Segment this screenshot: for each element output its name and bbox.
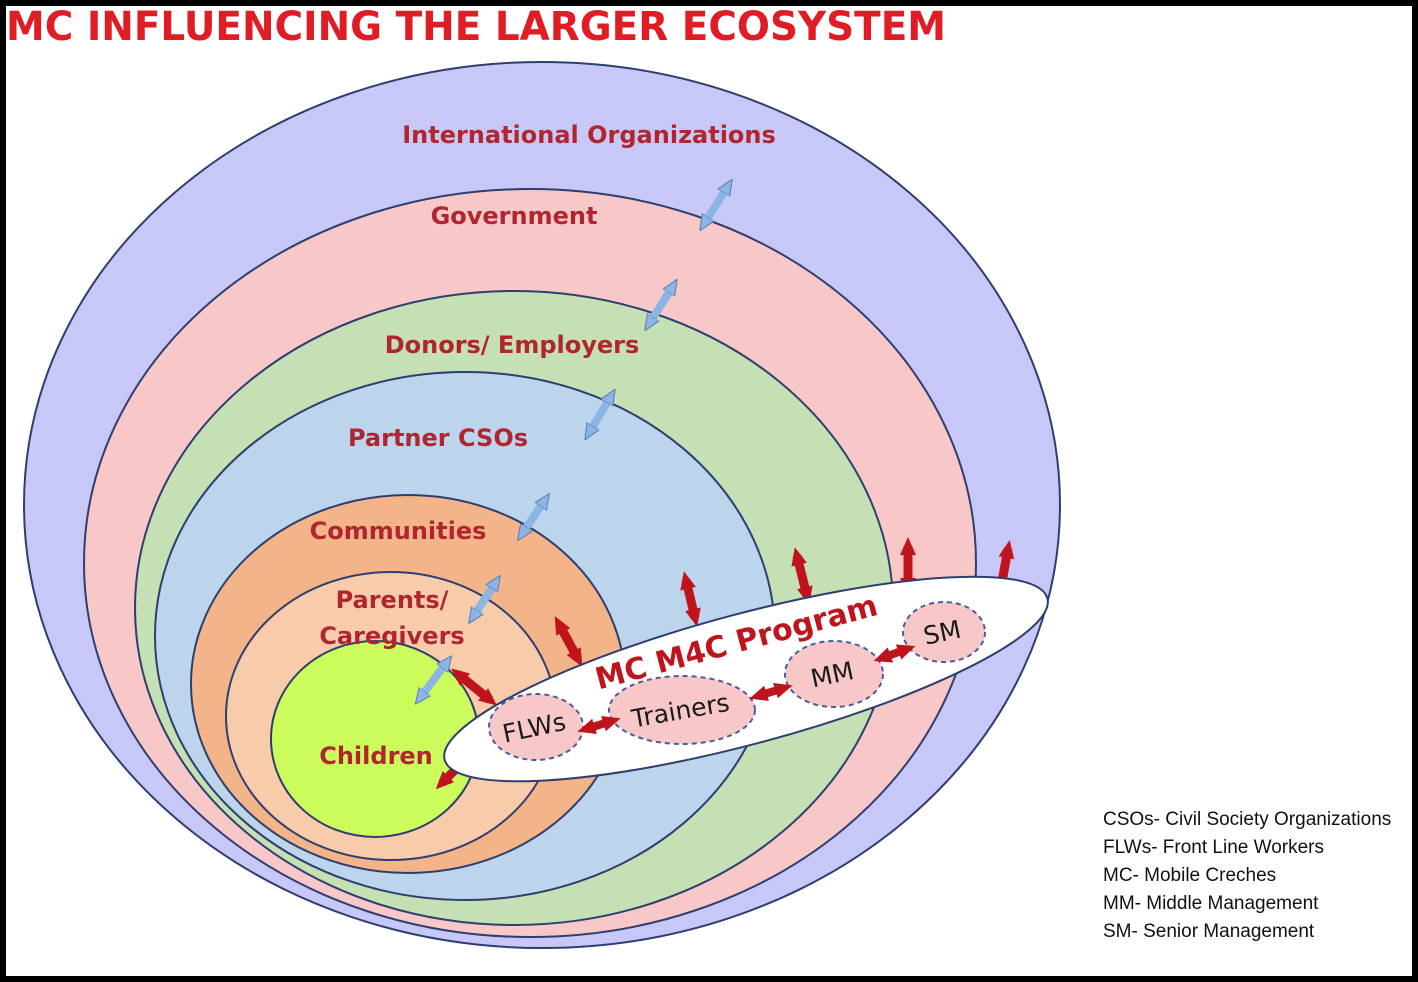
ring-children bbox=[270, 640, 480, 838]
node-arrow-flws-trainers bbox=[577, 716, 621, 734]
program-arrow-donors bbox=[791, 547, 813, 605]
legend: CSOs- Civil Society Organizations FLWs- … bbox=[1103, 806, 1412, 946]
label-international: International Organizations bbox=[402, 121, 776, 149]
legend-item-mc: MC- Mobile Creches bbox=[1103, 865, 1277, 886]
program-arrow-communities bbox=[554, 616, 583, 667]
ring-arrow-partner-csos bbox=[589, 396, 611, 433]
program-arrow-parents bbox=[451, 668, 497, 706]
page-title: MC INFLUENCING THE LARGER ECOSYSTEM bbox=[6, 6, 946, 50]
label-parents: Parents/Caregivers bbox=[319, 586, 464, 650]
label-communities: Communities bbox=[310, 517, 487, 545]
ring-arrow-parents bbox=[473, 582, 496, 617]
ring-arrows bbox=[420, 186, 728, 698]
label-partner-csos: Partner CSOs bbox=[348, 424, 528, 452]
node-sm bbox=[902, 601, 986, 663]
ring-arrow-donors bbox=[649, 286, 673, 324]
legend-item-csos: CSOs- Civil Society Organizations bbox=[1103, 809, 1392, 830]
ring-arrow-communities bbox=[522, 500, 545, 534]
diagram-frame: MC INFLUENCING THE LARGER ECOSYSTEM Inte… bbox=[6, 6, 1412, 976]
ring-arrow-children bbox=[420, 662, 447, 698]
node-arrow-trainers-mm bbox=[749, 683, 793, 701]
node-mm bbox=[784, 640, 884, 708]
ecosystem-diagram: MC INFLUENCING THE LARGER ECOSYSTEM Inte… bbox=[6, 6, 1061, 949]
legend-item-mm: MM- Middle Management bbox=[1103, 893, 1319, 914]
ring-arrow-government bbox=[704, 186, 728, 224]
legend-item-flws: FLWs- Front Line Workers bbox=[1103, 837, 1325, 858]
label-children: Children bbox=[319, 742, 433, 770]
label-government: Government bbox=[431, 202, 598, 230]
label-donors: Donors/ Employers bbox=[385, 331, 640, 359]
node-arrows bbox=[577, 644, 916, 734]
legend-item-sm: SM- Senior Management bbox=[1103, 921, 1315, 942]
program-arrow-partner-csos bbox=[680, 571, 701, 627]
node-trainers bbox=[608, 675, 756, 745]
node-arrow-mm-sm bbox=[873, 644, 916, 663]
